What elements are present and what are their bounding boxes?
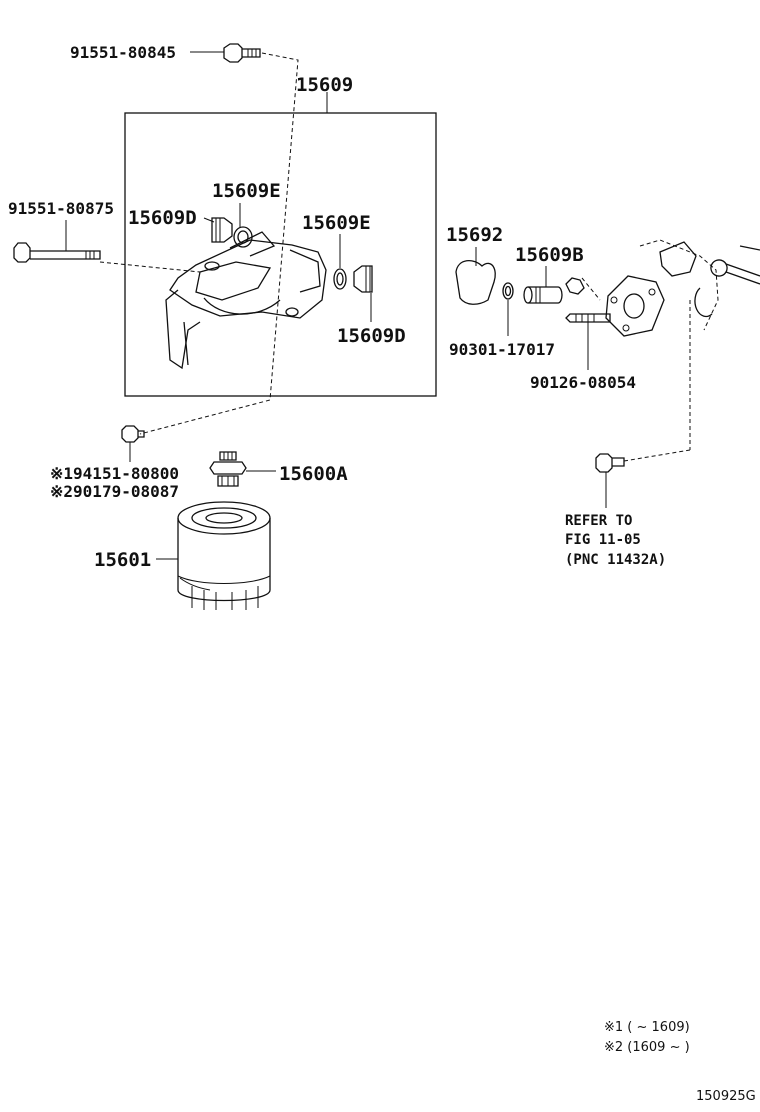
- bolt-top-icon: [223, 43, 261, 63]
- engine-block-fragment-icon: [581, 239, 760, 337]
- label-union-15600a: 15600A: [279, 463, 348, 485]
- label-pipe-15609b: 15609B: [515, 244, 584, 266]
- gasket-right-icon: [333, 268, 347, 290]
- label-refer-line3: (PNC 11432A): [565, 552, 666, 568]
- bolt-refer-icon: [595, 453, 625, 473]
- label-stud-90126: 90126-08054: [530, 373, 636, 392]
- label-plug-d-left: 15609D: [128, 207, 197, 229]
- label-gasket-e-right: 15609E: [302, 212, 371, 234]
- union-15600a-icon: [209, 451, 247, 487]
- label-gasket-e-left: 15609E: [212, 180, 281, 202]
- refer-dashline-horizontal: [623, 449, 691, 462]
- plug-left-leader: [203, 217, 215, 223]
- label-bolt-long: 91551-80875: [8, 199, 114, 218]
- stud-90126-icon: [565, 313, 611, 323]
- footnote-2: ※2 (1609 ~ ): [604, 1040, 690, 1055]
- gasket-90301-icon: [502, 282, 514, 300]
- label-refer-line2: FIG 11-05: [565, 532, 641, 548]
- bolt-long-dashline: [99, 261, 201, 273]
- pipe-15609b-icon: [523, 277, 585, 304]
- footnote-1: ※1 ( ~ 1609): [604, 1020, 690, 1035]
- label-note2-part: ※290179-08087: [50, 482, 179, 501]
- oil-filter-bracket-icon: [165, 231, 327, 370]
- label-note1-part: ※194151-80800: [50, 464, 179, 483]
- gasket-left-icon: [233, 226, 253, 248]
- plug-left-icon: [211, 217, 233, 243]
- bolt-long-icon: [13, 242, 101, 263]
- label-refer-line1: REFER TO: [565, 513, 632, 529]
- bolt-small-icon: [121, 425, 145, 443]
- label-filter-15601: 15601: [94, 549, 151, 571]
- label-gasket-90301: 90301-17017: [449, 340, 555, 359]
- label-bolt-top: 91551-80845: [70, 43, 176, 62]
- label-assembly: 15609: [296, 74, 353, 96]
- plug-right-icon: [353, 265, 373, 293]
- figure-id: 150925G: [696, 1089, 756, 1104]
- label-gasket-15692: 15692: [446, 224, 503, 246]
- label-plug-d-right: 15609D: [337, 325, 406, 347]
- gasket-15692-icon: [455, 260, 496, 305]
- assembly-frame: [124, 112, 437, 397]
- oil-filter-icon: [177, 501, 271, 610]
